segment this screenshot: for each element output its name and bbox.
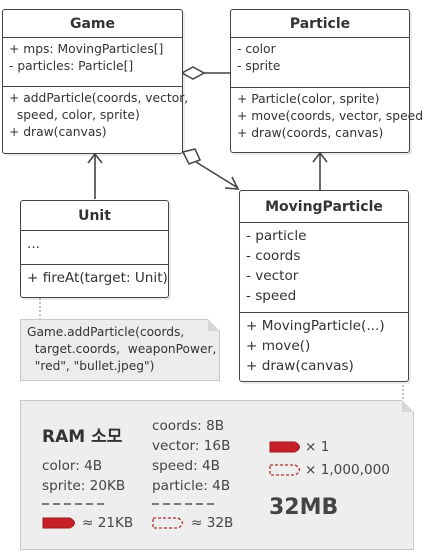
- ram-left-separator: [42, 503, 104, 505]
- legend-dashed-label: × 1,000,000: [305, 462, 390, 478]
- legend-dashed-icon: [269, 464, 301, 476]
- game-class: Game + mps: MovingParticles[] - particle…: [2, 9, 189, 154]
- ram-fold-icon: [402, 400, 414, 412]
- ram-left-total: ≈ 21KB: [82, 515, 134, 531]
- game-particle-aggregation: [180, 66, 230, 80]
- note-line: target.coords, weaponPower,: [27, 342, 217, 356]
- movingparticle-class-name: MovingParticle: [240, 191, 408, 223]
- particle-class-name: Particle: [231, 10, 409, 38]
- ram-total: 32MB: [269, 495, 339, 520]
- unit-methods: + fireAt(target: Unit): [21, 265, 168, 291]
- game-class-name: Game: [3, 10, 182, 38]
- ram-mid-item: coords: 8B: [152, 418, 225, 434]
- unit-fields: ...: [21, 231, 168, 265]
- ram-mid-item: particle: 4B: [152, 478, 231, 494]
- unit-class-name: Unit: [21, 201, 168, 231]
- ram-mid-item: speed: 4B: [152, 458, 220, 474]
- movingparticle-fields: - particle - coords - vector - speed: [240, 223, 408, 313]
- game-fields: + mps: MovingParticles[] - particles: Pa…: [3, 38, 182, 87]
- ram-mid-total: ≈ 32B: [191, 515, 234, 531]
- unit-note: Game.addParticle(coords, target.coords, …: [20, 319, 220, 381]
- particle-method: + Particle(color, sprite): [237, 92, 380, 106]
- movingparticle-field: - vector: [246, 268, 299, 284]
- solid-particle-icon: [42, 517, 75, 529]
- game-method: + draw(canvas): [9, 125, 107, 139]
- unit-game-arrow: [87, 152, 103, 199]
- ram-panel: RAM 소모 color: 4B sprite: 20KB ≈ 21KB coo…: [20, 400, 414, 550]
- unit-field: ...: [27, 236, 40, 252]
- game-method: + addParticle(coords, vector,: [9, 91, 189, 105]
- ram-mid-item: vector: 16B: [152, 438, 231, 454]
- unit-class: Unit ... + fireAt(target: Unit): [20, 200, 169, 298]
- ram-title: RAM 소모: [42, 427, 123, 447]
- particle-class: Particle - color - sprite + Particle(col…: [230, 9, 424, 153]
- movingparticle-methods: + MovingParticle(...) + move() + draw(ca…: [240, 313, 408, 379]
- game-methods: + addParticle(coords, vector, speed, col…: [3, 87, 189, 144]
- movingparticle-field: - particle: [246, 228, 307, 244]
- movingparticle-particle-arrow: [312, 151, 328, 190]
- particle-method: + move(coords, vector, speed): [237, 109, 424, 123]
- movingparticle-field: - coords: [246, 248, 301, 264]
- game-field: - particles: Particle[]: [9, 59, 134, 73]
- ram-left-item: color: 4B: [42, 458, 103, 474]
- particle-field: - color: [237, 42, 276, 56]
- game-movingparticle-aggregation: [181, 148, 240, 190]
- ram-left-item: sprite: 20KB: [42, 478, 126, 494]
- game-method: speed, color, sprite): [9, 108, 140, 122]
- movingparticle-method: + move(): [246, 338, 311, 354]
- dashed-particle-icon: [152, 517, 184, 529]
- legend-solid-label: × 1: [305, 439, 330, 455]
- unit-method: + fireAt(target: Unit): [27, 270, 168, 286]
- particle-method: + draw(coords, canvas): [237, 126, 384, 140]
- note-line: Game.addParticle(coords,: [27, 325, 185, 339]
- particle-methods: + Particle(color, sprite) + move(coords,…: [231, 88, 424, 145]
- note-fold-icon: [208, 319, 220, 331]
- movingparticle-field: - speed: [246, 288, 297, 304]
- movingparticle-method: + MovingParticle(...): [246, 318, 385, 334]
- game-field: + mps: MovingParticles[]: [9, 42, 164, 56]
- legend-solid-icon: [269, 441, 300, 453]
- movingparticle-class: MovingParticle - particle - coords - vec…: [239, 190, 409, 382]
- movingparticle-method: + draw(canvas): [246, 358, 354, 374]
- particle-field: - sprite: [237, 59, 281, 73]
- particle-fields: - color - sprite: [231, 38, 409, 88]
- note-line: "red", "bullet.jpeg"): [27, 359, 155, 373]
- ram-mid-separator: [152, 503, 214, 505]
